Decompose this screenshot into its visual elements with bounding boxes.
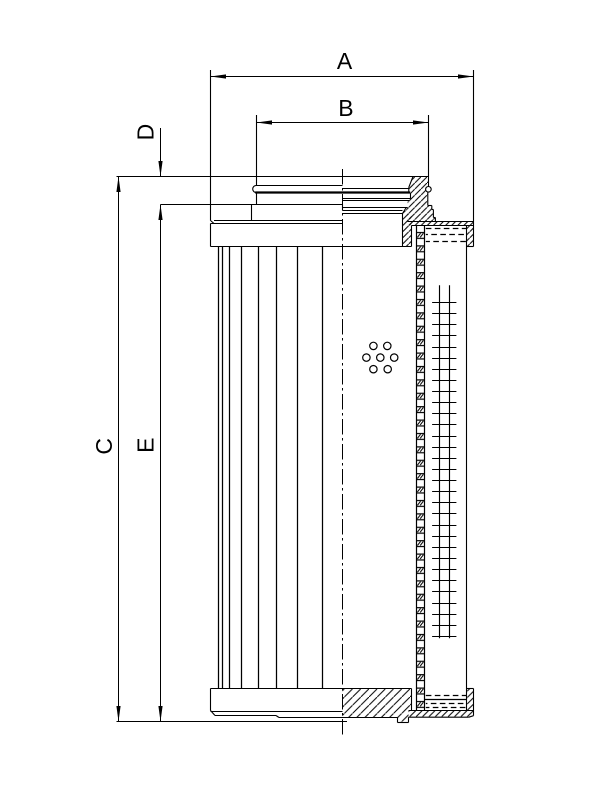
svg-text:A: A xyxy=(337,48,353,74)
svg-text:E: E xyxy=(132,438,158,453)
svg-text:D: D xyxy=(133,124,159,141)
svg-text:C: C xyxy=(91,438,117,455)
svg-text:B: B xyxy=(338,95,353,121)
